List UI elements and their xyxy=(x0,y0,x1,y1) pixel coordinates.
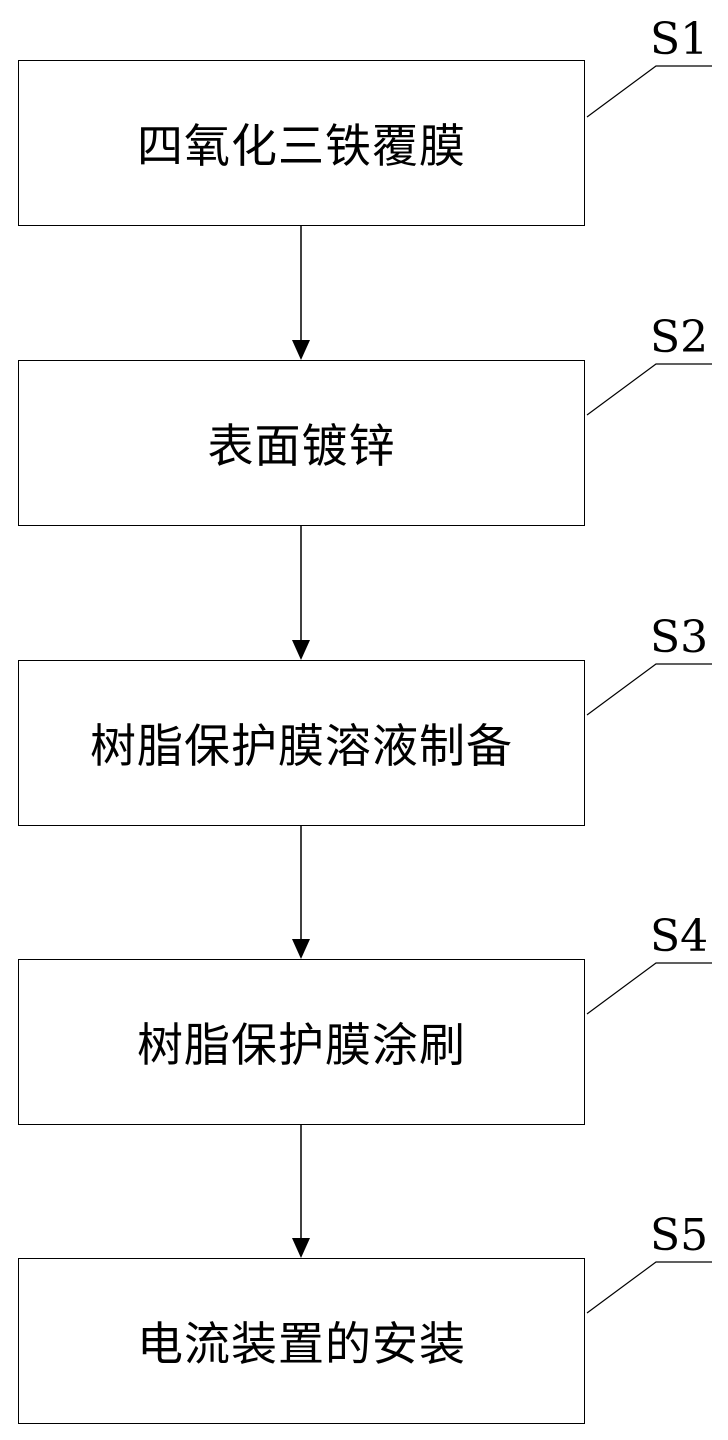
step-label-s5: S5 xyxy=(650,1210,709,1261)
step-label-s1: S1 xyxy=(650,14,709,65)
leader-line-s3 xyxy=(586,663,712,716)
step-label-s2: S2 xyxy=(650,312,709,363)
step-label-s3: S3 xyxy=(650,612,709,663)
step-text-s1: 四氧化三铁覆膜 xyxy=(137,119,466,173)
step-text-s2: 表面镀锌 xyxy=(207,419,396,473)
step-text-s4: 树脂保护膜涂刷 xyxy=(137,1018,466,1072)
step-box-s1: 四氧化三铁覆膜 xyxy=(18,60,585,226)
step-box-s4: 树脂保护膜涂刷 xyxy=(18,959,585,1125)
step-label-s4: S4 xyxy=(650,911,709,962)
step-text-s3: 树脂保护膜溶液制备 xyxy=(90,719,513,773)
arrow-s1-s2 xyxy=(292,226,310,360)
arrow-s3-s4 xyxy=(292,826,310,959)
step-box-s3: 树脂保护膜溶液制备 xyxy=(18,660,585,826)
leader-line-s4 xyxy=(586,962,712,1015)
arrow-s4-s5 xyxy=(292,1125,310,1258)
leader-line-s5 xyxy=(586,1261,712,1314)
leader-line-s1 xyxy=(586,65,712,118)
arrow-s2-s3 xyxy=(292,526,310,660)
step-box-s2: 表面镀锌 xyxy=(18,360,585,526)
leader-line-s2 xyxy=(586,363,712,416)
step-box-s5: 电流装置的安装 xyxy=(18,1258,585,1424)
step-text-s5: 电流装置的安装 xyxy=(137,1317,466,1371)
